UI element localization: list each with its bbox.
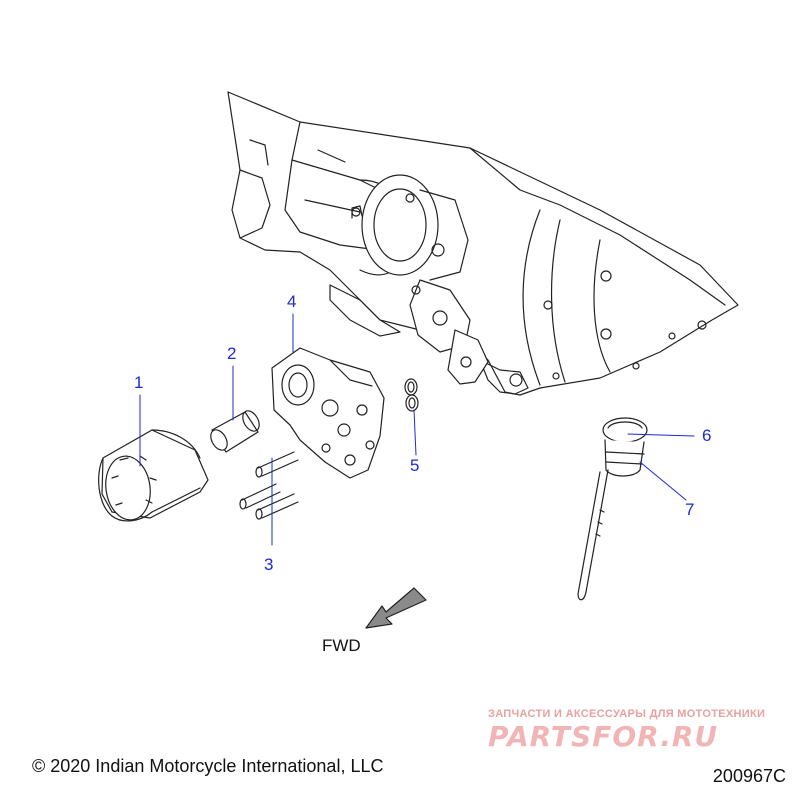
starter-motor xyxy=(284,149,489,385)
callout-5: 5 xyxy=(410,456,420,475)
o-rings xyxy=(404,378,419,412)
sleeve xyxy=(210,410,260,453)
diagram-id: 200967C xyxy=(712,766,786,786)
callout-6: 6 xyxy=(702,426,712,445)
leader-lines xyxy=(139,313,695,546)
callout-3: 3 xyxy=(264,555,274,574)
filter-adapter-housing xyxy=(271,347,385,479)
callout-1: 1 xyxy=(134,373,144,392)
watermark-brand: PARTSFOR.RU xyxy=(488,720,719,753)
engine-crankcase xyxy=(227,91,739,396)
bolts xyxy=(239,451,299,520)
callout-7: 7 xyxy=(685,500,695,519)
oil-filter xyxy=(98,429,209,522)
direction-label: FWD xyxy=(322,636,361,655)
callout-4: 4 xyxy=(287,292,297,311)
callout-2: 2 xyxy=(227,344,237,363)
dipstick xyxy=(577,417,648,601)
forward-arrow-icon xyxy=(365,587,427,629)
watermark-tagline: ЗАПЧАСТИ И АКСЕССУАРЫ ДЛЯ МОТОТЕХНИКИ xyxy=(488,708,766,720)
copyright-text: © 2020 Indian Motorcycle International, … xyxy=(32,756,384,776)
